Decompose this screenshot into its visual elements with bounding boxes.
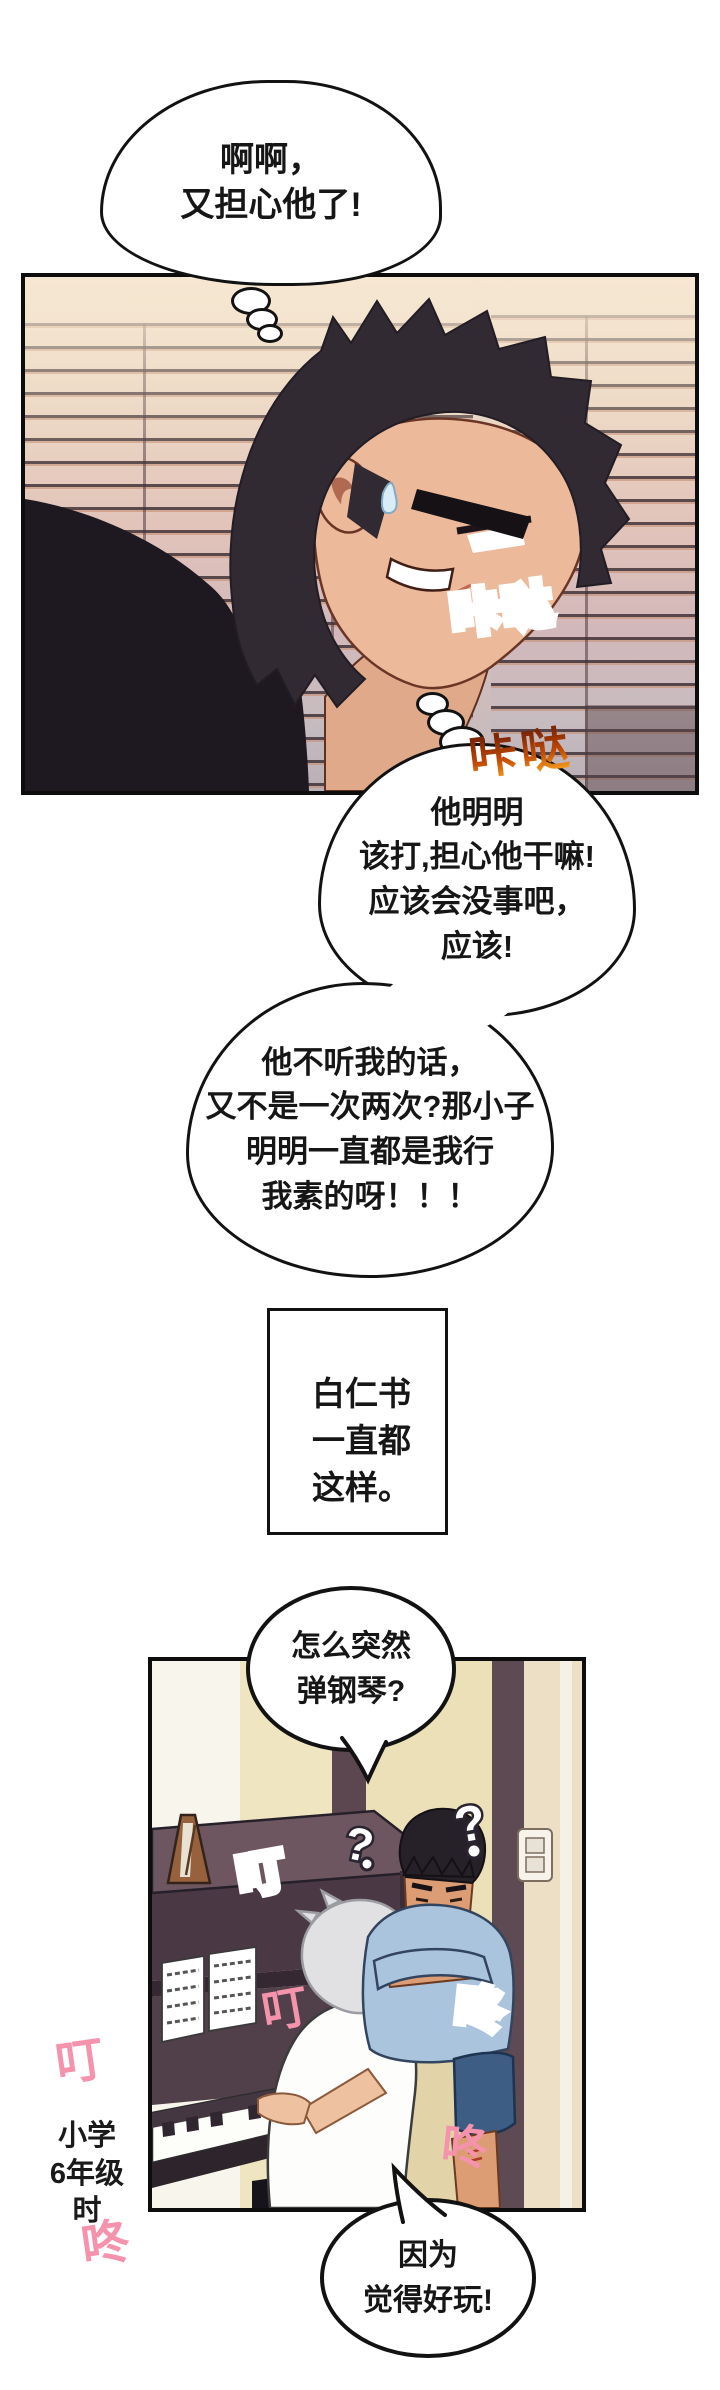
speech-bubble-piano: 怎么突然 弹钢琴? [246,1586,456,1752]
sfx-ding-outline: 叮 [229,1839,292,1907]
sfx-dingdong-line2: 咚 [77,2215,133,2275]
thought-bubble-1: 啊啊， 又担心他了! [100,80,442,286]
blush [454,583,484,609]
caption-grade: 小学 6年级 时 [34,2118,140,2231]
panel-piano-room: ? ? [148,1657,586,2212]
sfx-dingdong-line1: 叮 [52,2032,108,2092]
sheet-music [161,1945,257,2044]
thought-trail-dot [257,324,283,343]
door-highlight [560,1661,572,2208]
sfx-kada-outline: 咔哒 [444,573,563,647]
speech-tail-up [391,2162,447,2224]
caption-line3: 时 [72,2195,102,2228]
sfx-kada-text: 咔哒 [466,720,576,786]
hair [229,297,631,709]
caption-line1: 小学 [57,2120,116,2152]
speech-piano-line2: 弹钢琴? [296,1675,406,1708]
thought-bubble-3-line3: 明明一直都是我行 [246,1134,494,1169]
thought-bubble-1-line1: 啊啊， [220,141,322,180]
blue-shirt [361,1903,515,2064]
panel1-figure [25,297,631,791]
thought-bubble-1-line2: 又担心他了! [180,186,362,224]
speech-bubble-fun: 因为 觉得好玩! [320,2198,536,2358]
eyebrow [411,489,531,539]
panel2-art: ? ? [152,1661,582,2208]
narration-line3: 这样。 [312,1468,411,1506]
thought-bubble-2-line3: 应该会没事吧， [368,884,586,919]
narration-box: 白仁书 一直都 这样。 [267,1308,448,1535]
thought-bubble-3-line1: 他不听我的话， [261,1044,479,1080]
narration-line1: 白仁书 [312,1375,411,1412]
speech-tail-down [340,1736,388,1785]
speech-piano-line1: 怎么突然 [291,1630,411,1663]
thought-bubble-3-line4: 我素的呀！！！ [261,1178,479,1214]
shirt-silhouette [25,499,309,791]
narration-line2: 一直都 [312,1421,411,1459]
thought-bubble-3-line2: 又不是一次两次?那小子 [205,1089,535,1125]
black-hair [398,1807,487,1885]
panel-window-man [21,273,699,795]
sideburn [347,463,393,539]
dark-haired-guy [361,1807,517,2208]
leg [450,2129,502,2208]
door [524,1661,582,2208]
sfx-ding-text: 叮 [257,1979,313,2039]
sfx-dong-text: 咚 [439,2118,491,2175]
speech-fun-line1: 因为 [398,2239,458,2272]
mouth [385,557,455,592]
sweat-drop [380,482,398,515]
thought-bubble-2-line1: 他明明 [430,794,524,830]
speech-fun-line2: 觉得好玩! [363,2284,493,2317]
thought-bubble-3: 他不听我的话， 又不是一次两次?那小子 明明一直都是我行 我素的呀！！！ [186,982,554,1278]
thought-bubble-2-line2: 该打,担心他干嘛! [359,839,595,875]
sfx-dong-outline: 咚 [449,1977,509,2043]
metronome [166,1813,212,1885]
caption-line2: 6年级 [49,2157,125,2190]
shorts [452,2051,517,2136]
light-switch [517,1828,553,1882]
